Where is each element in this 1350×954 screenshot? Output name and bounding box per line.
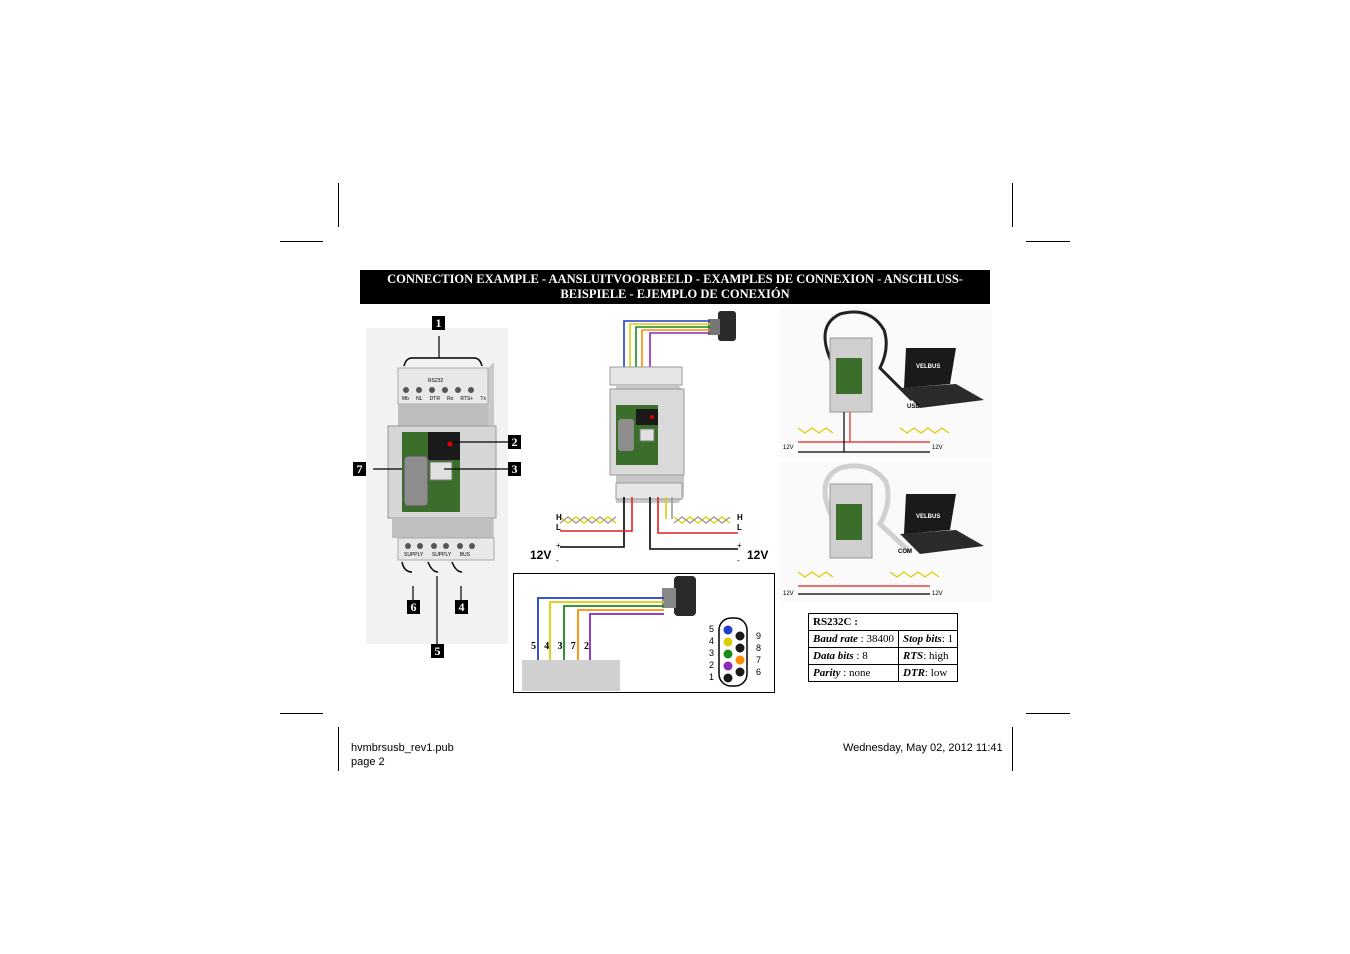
plus-right: + (737, 541, 742, 550)
pin-number: 7 (570, 641, 576, 652)
com-example (780, 462, 992, 602)
top-terminals: Mb NL DTR Rx RTS+ Tx (402, 396, 486, 402)
pin-number: 1 (709, 672, 715, 682)
pin-number: 2 (584, 641, 589, 652)
pin-labels-top: 5 4 3 7 2 (531, 641, 589, 652)
footer-page: page 2 (351, 756, 385, 768)
pin-number: 4 (544, 641, 550, 652)
table-row: Parity : none DTR: low (808, 664, 959, 682)
minus-left: - (556, 556, 559, 565)
crop-mark (1026, 713, 1070, 714)
title-line-2: BEISPIELE - EJEMPLO DE CONEXIÓN (560, 287, 790, 301)
table-cell: Parity : none (808, 664, 899, 682)
terminal-label: DTR (429, 396, 440, 402)
pin-number: 3 (709, 648, 715, 658)
usb-example (780, 308, 992, 458)
pinout-drawing (522, 576, 748, 691)
wiring-diagram (559, 311, 738, 550)
crop-mark (280, 241, 323, 242)
bus-h-left: H (556, 513, 562, 522)
bus-l-left: L (556, 523, 561, 532)
callout-4: 4 (455, 600, 468, 614)
velbus-logo-1: VELBUS (916, 364, 941, 370)
bus-h-right: H (737, 513, 743, 522)
callout-7: 7 (353, 462, 366, 476)
voltage-com-left: 12V (783, 591, 794, 597)
terminal-label: Tx (480, 396, 486, 402)
bottom-terminals: SUPPLY SUPPLY BUS (404, 552, 470, 558)
title-banner: CONNECTION EXAMPLE - AANSLUITVOORBEELD -… (360, 270, 990, 304)
crop-mark (280, 713, 323, 714)
callout-2: 2 (508, 435, 521, 449)
table-cell: Stop bits: 1 (897, 630, 959, 648)
usb-label: USB (907, 404, 920, 410)
rs232-title: RS232C : (807, 613, 959, 631)
table-cell: Data bits : 8 (808, 647, 899, 665)
voltage-com-right: 12V (932, 591, 943, 597)
crop-mark (1012, 727, 1013, 771)
terminal-label: SUPPLY (431, 552, 452, 558)
pin-number: 6 (756, 667, 762, 677)
table-cell: Baud rate : 38400 (808, 630, 899, 648)
voltage-right: 12V (747, 548, 769, 562)
terminal-label: NL (416, 396, 423, 402)
footer-date: Wednesday, May 02, 2012 11:41 (843, 742, 1003, 754)
pin-number: 7 (756, 655, 762, 665)
terminal-label: Rx (447, 396, 454, 402)
table-cell: DTR: low (897, 664, 959, 682)
crop-mark (338, 183, 339, 227)
table-cell: RTS: high (897, 647, 959, 665)
velbus-logo-2: VELBUS (916, 514, 941, 520)
voltage-left: 12V (530, 548, 552, 562)
callout-leaders (373, 336, 508, 644)
module-illustration (366, 328, 508, 644)
rs232-settings-table: RS232C : Baud rate : 38400 Stop bits: 1 … (807, 613, 959, 682)
terminal-label: BUS (459, 552, 470, 558)
callout-3: 3 (508, 462, 521, 476)
title-line-1: CONNECTION EXAMPLE - AANSLUITVOORBEELD -… (387, 272, 963, 286)
callout-6: 6 (407, 600, 420, 614)
terminal-label: Mb (402, 396, 409, 402)
crop-mark (338, 727, 339, 771)
plus-left: + (556, 541, 561, 550)
crop-mark (1026, 241, 1070, 242)
pin-number: 5 (531, 641, 536, 652)
connector-left-pins: 5 4 3 2 1 (709, 623, 714, 683)
pin-number: 2 (709, 660, 715, 670)
connector-right-pins: 9 8 7 6 (756, 630, 761, 678)
terminal-label: RTS+ (460, 396, 474, 402)
pin-number: 8 (756, 643, 762, 653)
bus-l-right: L (737, 523, 742, 532)
callout-5: 5 (431, 644, 444, 658)
db9-plug (708, 311, 736, 341)
top-terminal-label: RS232 (428, 378, 444, 384)
footer-filename: hvmbrsusb_rev1.pub (351, 742, 454, 754)
pin-number: 3 (557, 641, 563, 652)
com-label: COM (898, 549, 912, 555)
callout-1: 1 (432, 316, 445, 330)
voltage-usb-right: 12V (932, 445, 943, 451)
table-row: Data bits : 8 RTS: high (808, 647, 959, 665)
table-row: Baud rate : 38400 Stop bits: 1 (808, 630, 959, 648)
pin-number: 4 (709, 636, 715, 646)
terminal-label: SUPPLY (404, 552, 424, 558)
crop-mark (1012, 183, 1013, 227)
minus-right: - (737, 556, 740, 565)
pin-number: 5 (709, 624, 715, 634)
pin-number: 9 (756, 631, 762, 641)
voltage-usb-left: 12V (783, 445, 794, 451)
